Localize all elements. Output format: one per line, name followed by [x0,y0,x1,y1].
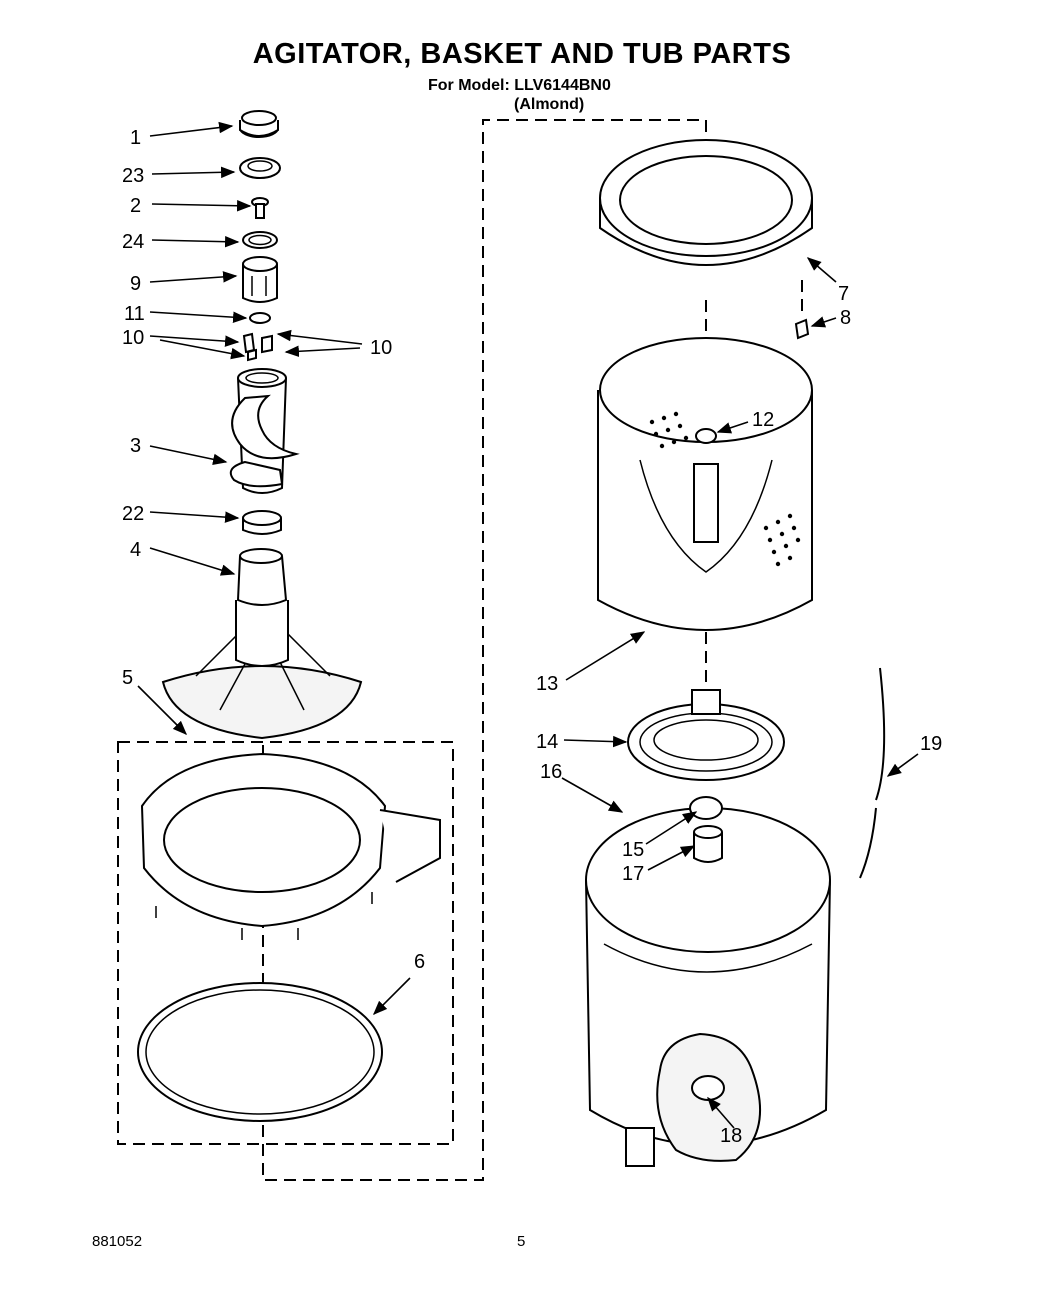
clip-part [794,280,810,340]
page-title: AGITATOR, BASKET AND TUB PARTS [252,38,792,70]
model-info: For Model: LLV6144BN0 (Almond) [428,76,611,114]
basket-nut-part [695,428,717,444]
wash-basket-part [597,337,813,631]
callout-12: 12 [752,409,774,431]
callout-17: 17 [622,863,644,885]
dogs-part [242,332,273,362]
seal-ring-part [137,982,383,1122]
cam-part [242,256,278,303]
agitator-part [229,368,300,494]
snap-ring-part [689,796,723,820]
o-ring-part [242,231,278,249]
callout-5: 5 [122,667,133,689]
tub-ring-part [599,139,813,266]
retainer-ring-part [249,312,271,324]
leader-arrows [137,121,919,1129]
basket-perforations [649,411,801,567]
callout-14: 14 [536,731,558,753]
callout-2: 2 [130,195,141,217]
callout-8: 8 [840,307,851,329]
callout-13: 13 [536,673,558,695]
callout-6: 6 [414,951,425,973]
agitator-cap-part [239,110,279,138]
dashed-outline-left-box [117,741,454,1145]
hose-part [859,667,886,879]
callout-16: 16 [540,761,562,783]
callout-23: 23 [122,165,144,187]
callout-9: 9 [130,273,141,295]
callout-4: 4 [130,539,141,561]
seal-part [693,825,723,863]
callout-1: 1 [130,127,141,149]
model-variant: (Almond) [514,96,585,113]
callout-3: 3 [130,435,141,457]
bolt-part [251,197,269,219]
callout-19: 19 [920,733,942,755]
basket-drive-ring-part [140,752,441,940]
callout-10-left: 10 [122,327,144,349]
outer-tub-part [585,807,831,1167]
callout-labels: 1 23 2 24 9 11 10 10 3 22 4 5 6 7 8 12 1… [122,127,942,1147]
callout-18: 18 [720,1125,742,1147]
drive-block-hub-part [161,548,363,740]
page-number: 5 [517,1233,526,1250]
callout-15: 15 [622,839,644,861]
callout-7: 7 [838,283,849,305]
document-number: 881052 [92,1233,143,1250]
model-line: For Model: LLV6144BN0 [428,77,611,94]
bearing-part [242,510,282,535]
callout-11: 11 [124,303,145,325]
cap-seal-part [239,157,281,179]
callout-10-right: 10 [370,337,392,359]
callout-22: 22 [122,503,144,525]
callout-24: 24 [122,231,144,253]
drive-hub-ring-part [627,689,785,781]
